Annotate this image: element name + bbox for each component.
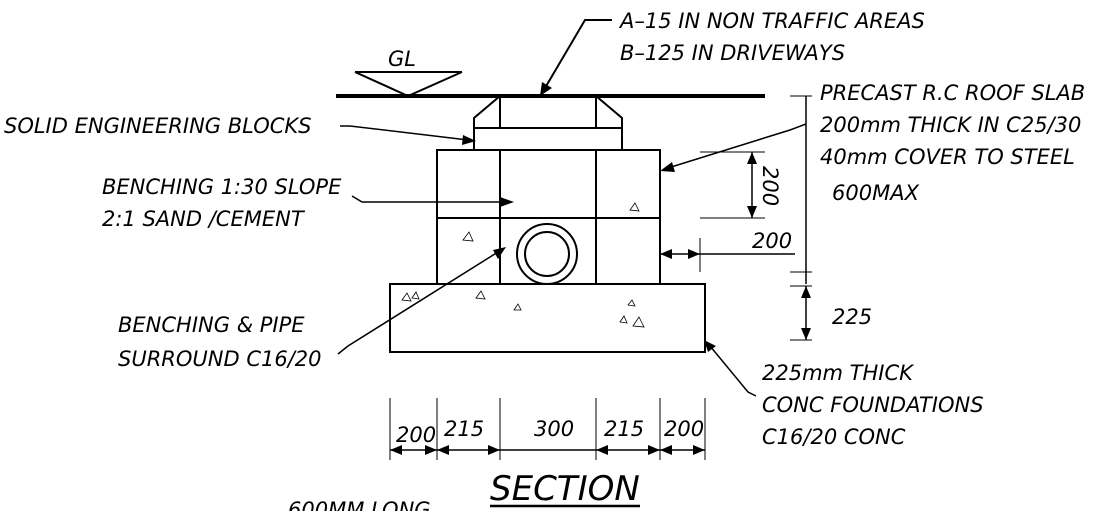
bottom-dim-4: 215	[604, 417, 644, 441]
bottom-dim-3: 300	[534, 417, 574, 441]
wall-thickness-label: 200	[752, 229, 792, 253]
roof-slab-label-1: PRECAST R.C ROOF SLAB	[820, 81, 1085, 105]
roof-slab-label-2: 200mm THICK IN C25/30	[820, 113, 1081, 137]
bottom-dim-2: 215	[444, 417, 484, 441]
cover-note-line1: A–15 IN NON TRAFFIC AREAS	[618, 9, 925, 33]
bottom-dim-1: 200	[396, 423, 436, 447]
section-title: SECTION	[490, 469, 640, 509]
pipe-surround-label-1: BENCHING & PIPE	[118, 313, 305, 337]
roof-slab-label-3: 40mm COVER TO STEEL	[820, 145, 1075, 169]
solid-blocks-label: SOLID ENGINEERING BLOCKS	[4, 114, 311, 138]
foundation-label-3: C16/20 CONC	[762, 425, 906, 449]
foundation-thickness-label: 225	[832, 305, 872, 329]
foundation-label-1: 225mm THICK	[762, 361, 915, 385]
left-labels: SOLID ENGINEERING BLOCKS BENCHING 1:30 S…	[4, 114, 514, 371]
pipe-surround-label-2: SURROUND C16/20	[118, 347, 322, 371]
foundation-label-2: CONC FOUNDATIONS	[762, 393, 984, 417]
benching-slope-label-1: BENCHING 1:30 SLOPE	[102, 175, 342, 199]
section-title-text: SECTION	[490, 469, 640, 509]
bottom-dim-5: 200	[664, 417, 704, 441]
right-dimensions: 600MAX 200 200 225	[660, 95, 920, 341]
max-depth-label: 600MAX	[832, 181, 920, 205]
cover-notes: A–15 IN NON TRAFFIC AREAS B–125 IN DRIVE…	[540, 9, 925, 96]
arrowhead	[540, 82, 552, 96]
right-labels: PRECAST R.C ROOF SLAB 200mm THICK IN C25…	[660, 81, 1085, 449]
benching-slope-label-2: 2:1 SAND /CEMENT	[102, 207, 306, 231]
partial-bottom-text: 600MM LONG	[288, 498, 431, 511]
bottom-dimensions: 200 215 300 215 200	[389, 398, 706, 460]
slab-thickness-label: 200	[758, 166, 782, 206]
manhole-structure	[389, 95, 706, 353]
gl-label: GL	[388, 47, 416, 71]
cover-note-line2: B–125 IN DRIVEWAYS	[620, 41, 845, 65]
